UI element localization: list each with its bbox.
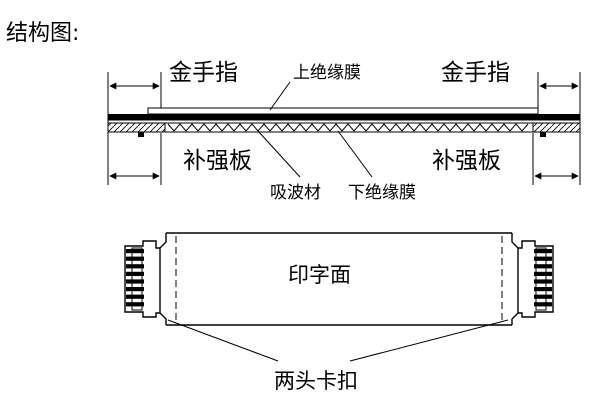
finger-contact xyxy=(534,302,552,307)
absorber-label: 吸波材 xyxy=(270,183,321,203)
finger-contact xyxy=(126,279,144,284)
finger-contact xyxy=(534,256,552,261)
absorber-layer xyxy=(165,123,533,133)
finger-contact xyxy=(126,287,144,292)
left-stiffener-label: 补强板 xyxy=(183,148,252,174)
absorber-leader xyxy=(257,130,301,178)
print-side-label: 印字面 xyxy=(288,263,351,287)
finger-contact xyxy=(126,294,144,299)
finger-contact xyxy=(126,271,144,276)
flex-conductor-layer xyxy=(108,114,580,120)
finger-contact xyxy=(534,249,552,254)
top-insulation-film xyxy=(147,107,539,115)
finger-contact xyxy=(126,249,144,254)
top-insulation-label: 上绝缘膜 xyxy=(293,63,361,83)
finger-contact xyxy=(534,287,552,292)
clips-label: 两头卡扣 xyxy=(274,369,358,393)
left-stiffener-plate xyxy=(107,122,166,133)
plan-view: 印字面 两头卡扣 xyxy=(124,232,554,393)
fpc-body-outline xyxy=(166,232,512,326)
left-finger-label: 金手指 xyxy=(169,60,238,86)
left-stiffener-tab xyxy=(138,132,144,137)
right-stiffener-plate xyxy=(532,122,581,133)
top-insulation-leader xyxy=(269,81,291,111)
right-stiffener-label: 补强板 xyxy=(432,148,501,174)
finger-contact xyxy=(126,302,144,307)
right-clip-connector xyxy=(501,233,554,325)
bottom-insulation-leader xyxy=(337,130,373,178)
left-clip-leader xyxy=(167,319,279,362)
finger-contact xyxy=(534,294,552,299)
right-finger-label: 金手指 xyxy=(441,60,510,86)
finger-contact xyxy=(534,264,552,269)
finger-contact xyxy=(534,271,552,276)
diagram-title: 结构图: xyxy=(6,21,79,46)
bottom-insulation-label: 下绝缘膜 xyxy=(348,183,416,203)
right-clip-leader xyxy=(349,319,509,362)
left-clip-connector xyxy=(124,233,177,325)
right-stiffener-tab xyxy=(540,132,546,137)
finger-contact xyxy=(126,264,144,269)
finger-contact xyxy=(534,279,552,284)
finger-contact xyxy=(126,256,144,261)
cross-section-view: 金手指 金手指 上绝缘膜 补强板 补强板 吸波材 下绝缘膜 xyxy=(107,60,581,203)
